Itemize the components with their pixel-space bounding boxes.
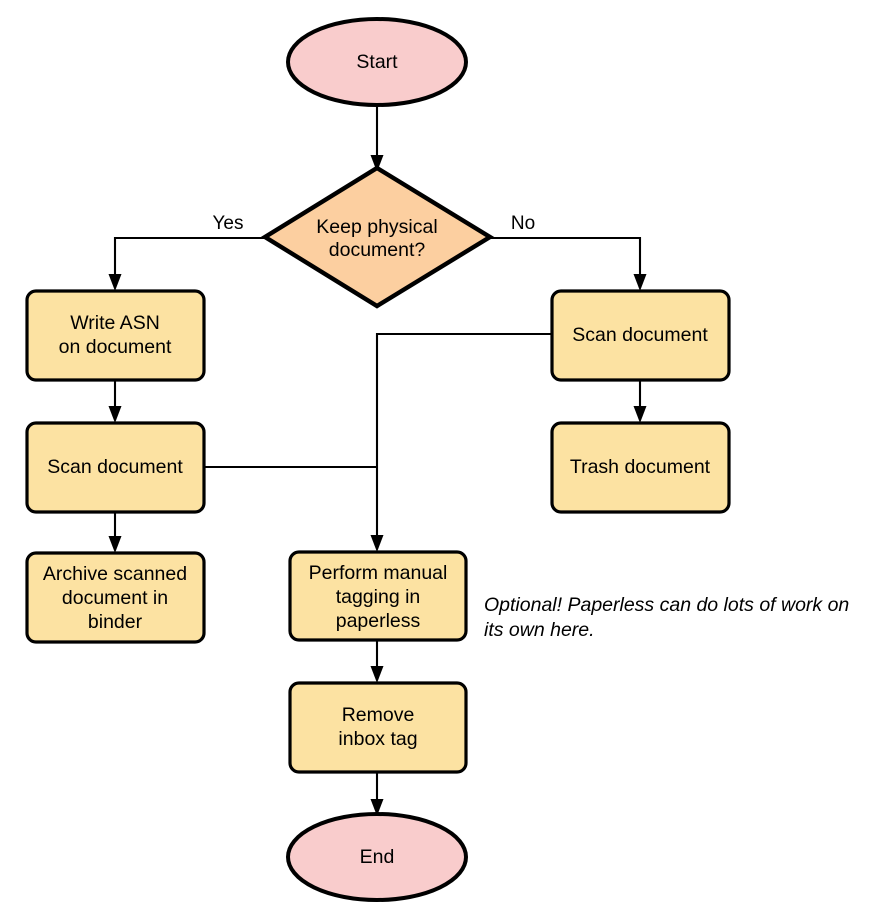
scan-document-right-box[interactable] [550,289,731,382]
node-scan-document-right[interactable]: Scan document [550,289,731,382]
node-start[interactable]: Start [286,17,468,107]
node-decision-keep-physical-document[interactable]: Keep physical document? [260,165,495,309]
annotation-line1: Optional! Paperless can do lots of work … [484,594,849,616]
tagging-box[interactable] [288,550,468,642]
node-archive-scanned-document[interactable]: Archive scanned document in binder [25,551,206,644]
remove-inbox-label-line2: inbox tag [338,728,417,750]
start-ellipse[interactable] [286,17,468,107]
node-trash-document[interactable]: Trash document [550,421,731,514]
edge-line [113,236,265,281]
tagging-label-line3: paperless [336,610,421,632]
trash-document-label: Trash document [570,456,711,478]
arrowhead-icon [370,535,384,552]
write-asn-box[interactable] [25,289,206,382]
arrowhead-icon [633,406,647,423]
remove-inbox-box[interactable] [288,681,468,774]
edge-start-to-decision [370,103,384,172]
trash-document-box[interactable] [550,421,731,514]
node-write-asn-on-document[interactable]: Write ASN on document [25,289,206,382]
node-scan-document-left[interactable]: Scan document [25,421,206,514]
edge-scan-right-to-trash [633,380,647,423]
edge-decision-yes-to-write-asn [108,236,265,291]
decision-diamond[interactable] [260,165,495,309]
arrowhead-icon [370,666,384,683]
archive-label-line1: Archive scanned [43,563,187,585]
decision-label-line2: document? [329,239,426,261]
node-end[interactable]: End [286,812,468,902]
scan-document-left-box[interactable] [25,421,206,514]
arrowhead-icon [108,274,122,291]
edge-label-yes: Yes [213,213,244,234]
node-perform-manual-tagging[interactable]: Perform manual tagging in paperless [288,550,468,642]
tagging-label-line2: tagging in [336,586,421,608]
edge-scan-left-to-archive [108,512,122,553]
decision-label-line1: Keep physical [316,216,437,238]
write-asn-label-line2: on document [59,336,172,358]
edge-label-no: No [511,213,535,234]
remove-inbox-label-line1: Remove [342,704,415,726]
edge-remove-inbox-to-end [370,772,384,816]
scan-document-left-label: Scan document [47,456,183,478]
annotation-note: Optional! Paperless can do lots of work … [484,594,849,641]
tagging-label-line1: Perform manual [309,562,448,584]
arrowhead-icon [108,406,122,423]
end-ellipse[interactable] [286,812,468,902]
arrowhead-icon [633,274,647,291]
annotation-line2: its own here. [484,619,595,641]
node-remove-inbox-tag[interactable]: Remove inbox tag [288,681,468,774]
write-asn-label-line1: Write ASN [70,312,160,334]
archive-label-line2: document in [62,587,168,609]
edge-line [375,332,552,542]
edge-write-asn-to-scan-left [108,380,122,423]
edge-scan-right-to-tagging [370,332,552,552]
edge-tagging-to-remove-inbox [370,640,384,683]
scan-document-right-label: Scan document [572,324,708,346]
archive-label-line3: binder [88,611,143,633]
edge-decision-no-to-scan-right [490,236,647,291]
end-label: End [360,846,395,868]
arrowhead-icon [108,536,122,553]
start-label: Start [356,51,398,73]
archive-box[interactable] [25,551,206,644]
arrowhead-icon [370,799,384,816]
edge-line [490,236,642,281]
arrowhead-icon [370,155,384,172]
